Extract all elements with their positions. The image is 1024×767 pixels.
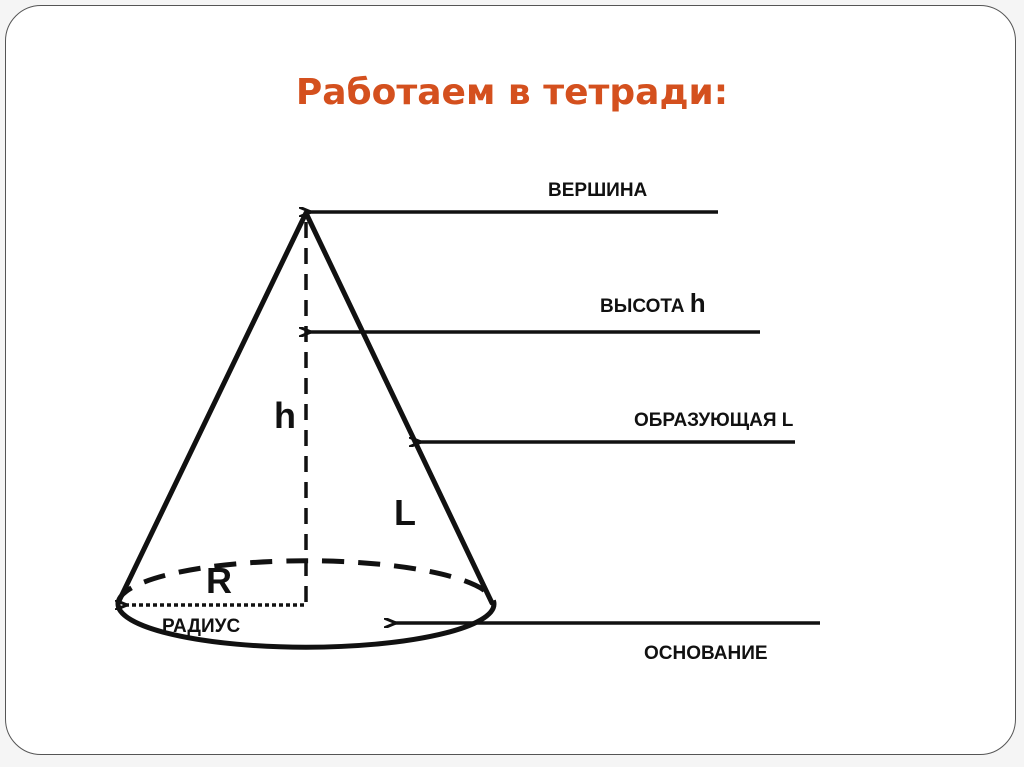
apex-label: ВЕРШИНА (548, 180, 648, 201)
generatrix-label-text: ОБРАЗУЮЩАЯ (634, 410, 777, 431)
r-symbol: R (206, 560, 232, 601)
height-label-text: ВЫСОТА (600, 296, 685, 317)
height-label: ВЫСОТА h (600, 288, 706, 319)
base-label: ОСНОВАНИЕ (644, 643, 768, 664)
cone-sides (115, 210, 495, 606)
l-symbol: L (394, 492, 416, 533)
slide-title: Работаем в тетради: (295, 72, 729, 113)
slide-frame (5, 5, 1016, 755)
radius-label: РАДИУС (162, 616, 241, 637)
generatrix-label-symbol: L (781, 410, 794, 431)
generatrix-label: ОБРАЗУЮЩАЯ L (634, 410, 793, 432)
height-label-symbol: h (689, 288, 706, 318)
h-symbol: h (274, 395, 296, 436)
